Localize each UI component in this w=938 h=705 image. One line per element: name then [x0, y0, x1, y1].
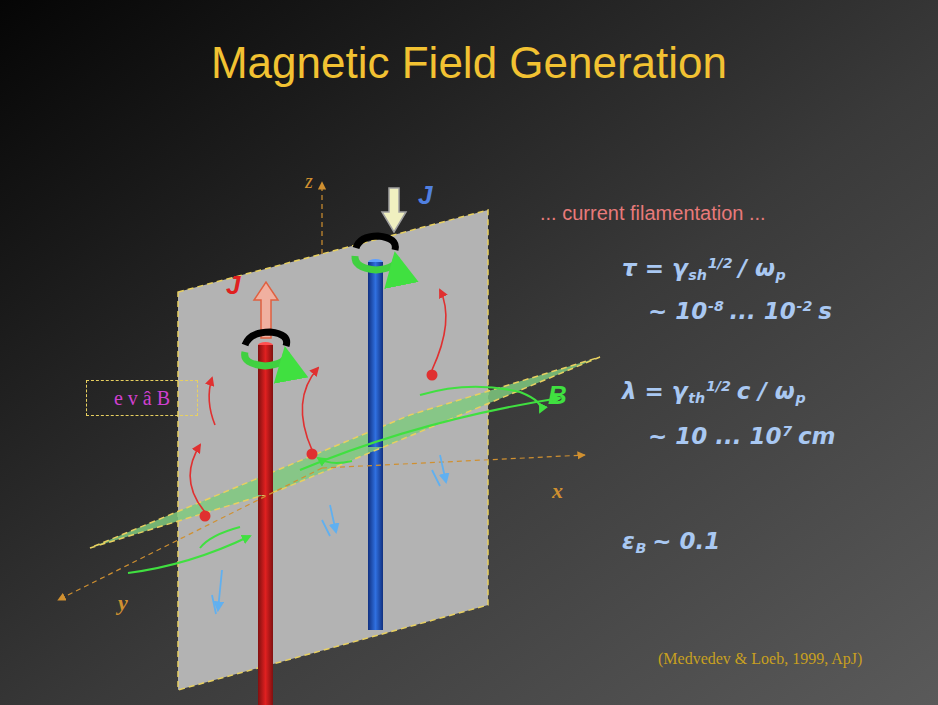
formula: p: [776, 267, 786, 283]
value-range: ~ 10: [648, 298, 707, 324]
formula: / ω: [738, 255, 774, 281]
formula: τ = γ: [622, 255, 688, 281]
drawing-path: [190, 445, 205, 512]
drawing-path: [440, 455, 446, 482]
drawing-path: [322, 520, 330, 536]
y-axis: [58, 468, 322, 600]
formula: th: [688, 390, 705, 406]
drawing-path: [330, 505, 336, 532]
value-range: ... 10: [730, 298, 796, 324]
field-label-group: B: [548, 380, 567, 411]
box-text: e v â B: [114, 387, 170, 410]
axis-label-group: z: [305, 170, 313, 193]
drawing-path: [420, 387, 541, 412]
formula: p: [795, 390, 805, 406]
axis-label-group: x: [552, 478, 563, 504]
drawing-path: [200, 527, 240, 548]
particle-dot: [200, 370, 438, 522]
axis-label-group: y: [118, 590, 128, 616]
citation-group: (Medvedev & Loeb, 1999, ApJ): [658, 650, 862, 668]
drawing-path: [212, 595, 216, 614]
x-axis: [322, 455, 585, 468]
formula: B: [636, 540, 647, 556]
current-label: J: [226, 270, 240, 301]
electron-arrow: [212, 455, 446, 614]
blue-current-rod: [368, 262, 383, 447]
axis-label: z: [305, 170, 313, 193]
field-label: B: [548, 380, 567, 411]
drawing-path: [302, 368, 318, 450]
current-arrow-down: [382, 188, 406, 232]
current-label: J: [418, 180, 432, 211]
value-range: ~ 10 ... 10: [648, 423, 782, 449]
equation-box: e v â B: [86, 380, 198, 416]
xy-plane: [90, 357, 600, 548]
subtitle: ... current filamentation ...: [540, 202, 766, 225]
formula: 1/2: [708, 255, 733, 271]
drawing-circle: [427, 370, 438, 381]
blue-current-rod: [368, 262, 383, 630]
axis-label: x: [552, 478, 563, 504]
citation: (Medvedev & Loeb, 1999, ApJ): [658, 650, 862, 668]
formula: sh: [688, 267, 707, 283]
subtitle-group: ... current filamentation ...: [540, 202, 766, 225]
drawing-path: [300, 398, 560, 470]
formula-group: τ = γsh1/2 / ωp: [622, 255, 786, 281]
formula-group: λ = γth1/2 c / ωp: [622, 378, 806, 404]
value-range: 7: [782, 423, 792, 439]
current-label-group: J: [226, 270, 240, 301]
value-range: -2: [797, 298, 813, 314]
value-range-group: ~ 10 ... 107 cm: [648, 423, 836, 449]
value-range-group: ~ 10-8 ... 10-2 s: [648, 298, 832, 324]
drawing-path: [432, 470, 440, 486]
drawing-circle: [307, 449, 318, 460]
formula: c / ω: [737, 378, 795, 404]
value-range: -8: [708, 298, 724, 314]
formula: ~ 0.1: [652, 528, 720, 554]
axis-label: y: [118, 590, 128, 616]
particle-trajectory: [190, 290, 446, 512]
slide-title: Magnetic Field Generation: [0, 38, 938, 88]
drawing-path: [355, 256, 396, 270]
drawing-path: [356, 236, 395, 250]
current-label-group: J: [418, 180, 432, 211]
drawing-path: [245, 352, 287, 366]
drawing-path: [218, 570, 222, 610]
formula-group: εB ~ 0.1: [622, 528, 720, 554]
magnetic-field-lines: [128, 387, 560, 573]
formula: ε: [622, 528, 635, 554]
formula: λ = γ: [622, 378, 688, 404]
drawing-path: [432, 290, 446, 370]
drawing-path: [245, 332, 287, 346]
red-current-rod: [258, 345, 273, 705]
value-range: s: [818, 298, 832, 324]
field-curl: [245, 236, 397, 366]
drawing-path: [128, 536, 250, 573]
value-range: cm: [798, 423, 836, 449]
formula: 1/2: [706, 378, 731, 394]
drawing-circle: [200, 511, 211, 522]
drawing-path: [209, 378, 215, 425]
